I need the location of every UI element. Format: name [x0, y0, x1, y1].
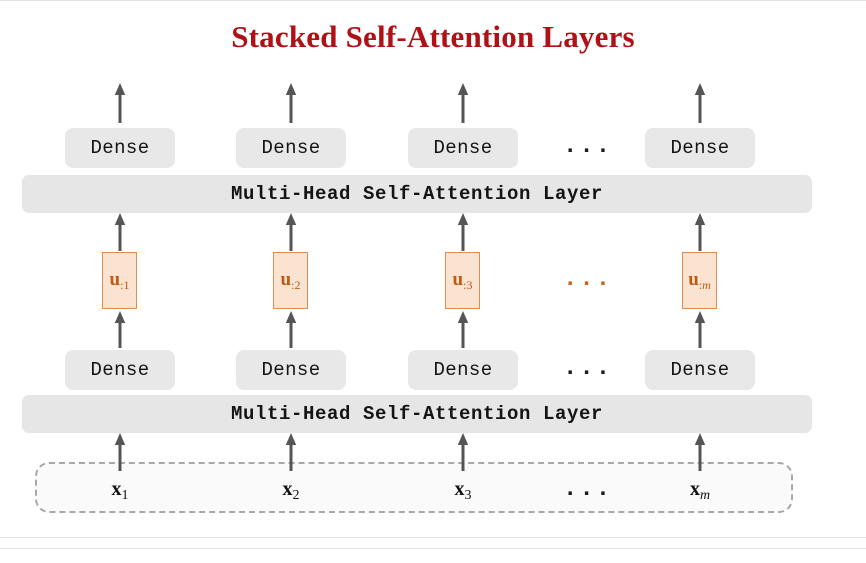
page-title: Stacked Self-Attention Layers [231, 19, 635, 54]
attention-layer-label: Multi-Head Self-Attention Layer [230, 403, 604, 425]
ellipsis-dense-bottom: ··· [563, 360, 613, 387]
arrow-up-icon [113, 83, 127, 123]
dense-box-bottom-2[interactable]: Dense [236, 350, 346, 390]
dense-label: Dense [261, 359, 321, 381]
dense-label: Dense [670, 359, 730, 381]
arrow-up-icon [113, 311, 127, 348]
input-label-3: x3 [455, 479, 472, 503]
dense-box-top-4[interactable]: Dense [645, 128, 755, 168]
u-vector-box-4[interactable]: u:m [682, 252, 717, 309]
x-symbol: x [111, 478, 122, 500]
ellipsis-u-vectors: ··· [563, 271, 613, 298]
x-symbol: x [282, 478, 293, 500]
arrow-up-icon [456, 83, 470, 123]
arrow-up-icon [693, 311, 707, 348]
arrow-up-icon [456, 311, 470, 348]
u-vector-label: u:1 [110, 270, 130, 291]
input-label-2: x2 [283, 479, 300, 503]
u-symbol: u [688, 269, 699, 290]
dense-label: Dense [261, 137, 321, 159]
dense-box-top-1[interactable]: Dense [65, 128, 175, 168]
u-vector-box-3[interactable]: u:3 [445, 252, 480, 309]
dense-box-top-3[interactable]: Dense [408, 128, 518, 168]
arrow-up-icon [284, 433, 298, 471]
x-symbol: x [689, 478, 700, 500]
x-subscript: 1 [121, 488, 129, 503]
dense-label: Dense [90, 359, 150, 381]
ellipsis-dense-top: ··· [563, 138, 613, 165]
u-subscript-index: m [702, 278, 711, 292]
u-symbol: u [452, 269, 464, 290]
dense-box-bottom-1[interactable]: Dense [65, 350, 175, 390]
footer-divider-lower [0, 548, 866, 549]
u-subscript: :2 [291, 278, 301, 292]
dense-label: Dense [90, 137, 150, 159]
arrow-up-icon [284, 83, 298, 123]
u-vector-box-1[interactable]: u:1 [102, 252, 137, 309]
x-subscript: m [699, 488, 711, 503]
dense-label: Dense [433, 137, 493, 159]
input-label-4: xm [690, 479, 710, 503]
arrow-up-icon [113, 213, 127, 251]
arrow-up-icon [284, 213, 298, 251]
attention-layer-label: Multi-Head Self-Attention Layer [230, 183, 604, 205]
arrow-up-icon [693, 433, 707, 471]
arrow-up-icon [284, 311, 298, 348]
u-vector-label: u:2 [281, 270, 301, 291]
u-vector-label: u:3 [453, 270, 473, 291]
u-symbol: u [109, 269, 121, 290]
footer-divider-upper [0, 537, 866, 538]
arrow-up-icon [693, 83, 707, 123]
x-subscript: 3 [464, 488, 472, 503]
dense-box-top-2[interactable]: Dense [236, 128, 346, 168]
u-vector-label: u:m [688, 270, 711, 291]
input-label-1: x1 [112, 479, 129, 503]
dense-box-bottom-4[interactable]: Dense [645, 350, 755, 390]
u-subscript: :3 [463, 278, 473, 292]
u-vector-box-2[interactable]: u:2 [273, 252, 308, 309]
x-symbol: x [454, 478, 465, 500]
attention-layer-bottom[interactable]: Multi-Head Self-Attention Layer [22, 395, 812, 433]
arrow-up-icon [456, 213, 470, 251]
arrow-up-icon [693, 213, 707, 251]
dense-label: Dense [433, 359, 493, 381]
x-subscript: 2 [292, 488, 300, 503]
attention-layer-top[interactable]: Multi-Head Self-Attention Layer [22, 175, 812, 213]
u-subscript: : [698, 278, 703, 292]
ellipsis-inputs: ··· [563, 481, 613, 508]
dense-label: Dense [670, 137, 730, 159]
u-subscript: :1 [120, 278, 130, 292]
u-symbol: u [280, 269, 292, 290]
arrow-up-icon [113, 433, 127, 471]
dense-box-bottom-3[interactable]: Dense [408, 350, 518, 390]
arrow-up-icon [456, 433, 470, 471]
input-sequence-container [35, 462, 793, 513]
